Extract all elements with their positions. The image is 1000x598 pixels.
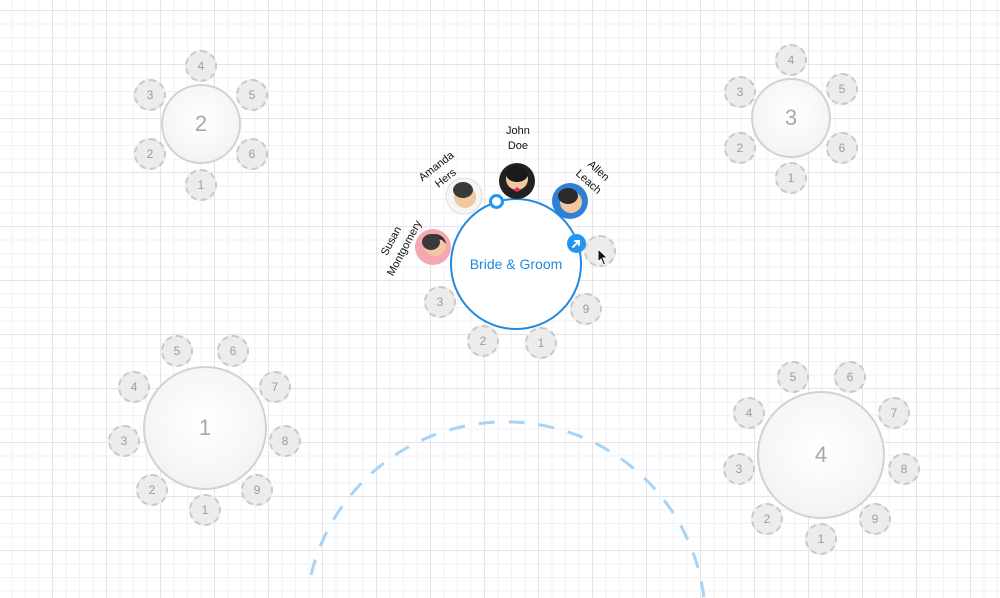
seat-table-1[interactable]: 2 [136, 474, 168, 506]
seat-main-table[interactable]: 2 [467, 325, 499, 357]
seat-table-3[interactable]: 6 [826, 132, 858, 164]
seat-table-3[interactable]: 2 [724, 132, 756, 164]
seat-table-1[interactable]: 5 [161, 335, 193, 367]
seat-table-1[interactable]: 3 [108, 425, 140, 457]
table-4[interactable]: 4 [757, 391, 885, 519]
table-number: 2 [194, 111, 208, 136]
seat-table-4[interactable]: 9 [859, 503, 891, 535]
seat-table-4[interactable]: 8 [888, 453, 920, 485]
seat-table-2[interactable]: 4 [185, 50, 217, 82]
seat-table-4[interactable]: 2 [751, 503, 783, 535]
seat-table-1[interactable]: 7 [259, 371, 291, 403]
seat-table-3[interactable]: 4 [775, 44, 807, 76]
guest-avatar[interactable] [549, 180, 591, 222]
seat-table-4[interactable]: 5 [777, 361, 809, 393]
seat-table-2[interactable]: 5 [236, 79, 268, 111]
seat-table-4[interactable]: 1 [805, 523, 837, 555]
seat-table-4[interactable]: 6 [834, 361, 866, 393]
table-number: 4 [814, 442, 828, 467]
guest-avatar[interactable] [412, 226, 454, 268]
seat-table-4[interactable]: 4 [733, 397, 765, 429]
main-table-label: Bride & Groom [469, 256, 563, 272]
seat-main-table[interactable]: 1 [525, 327, 557, 359]
seat-table-2[interactable]: 3 [134, 79, 166, 111]
seat-table-2[interactable]: 6 [236, 138, 268, 170]
seat-table-2[interactable]: 2 [134, 138, 166, 170]
guest-name-label: John Doe [506, 125, 530, 152]
seat-main-table[interactable]: 3 [424, 286, 456, 318]
table-number: 1 [198, 415, 212, 440]
table-1[interactable]: 1 [143, 366, 267, 490]
guest-avatar[interactable] [443, 175, 485, 217]
seat-table-1[interactable]: 8 [269, 425, 301, 457]
seat-table-1[interactable]: 6 [217, 335, 249, 367]
guest-avatar[interactable] [496, 160, 538, 202]
seat-table-1[interactable]: 9 [241, 474, 273, 506]
seat-table-3[interactable]: 3 [724, 76, 756, 108]
seat-table-4[interactable]: 7 [878, 397, 910, 429]
table-2[interactable]: 2 [161, 84, 241, 164]
seat-table-3[interactable]: 1 [775, 162, 807, 194]
table-3[interactable]: 3 [751, 78, 831, 158]
seat-table-1[interactable]: 4 [118, 371, 150, 403]
seat-table-4[interactable]: 3 [723, 453, 755, 485]
seat-table-1[interactable]: 1 [189, 494, 221, 526]
bride-groom-table[interactable]: Bride & Groom [450, 198, 582, 330]
seat-table-2[interactable]: 1 [185, 169, 217, 201]
seat-main-table[interactable]: 9 [570, 293, 602, 325]
arrow-right-icon[interactable] [567, 234, 586, 253]
seat-table-3[interactable]: 5 [826, 73, 858, 105]
table-number: 3 [784, 105, 798, 130]
rotate-handle-icon[interactable] [489, 194, 504, 209]
mouse-cursor-icon [597, 248, 609, 266]
